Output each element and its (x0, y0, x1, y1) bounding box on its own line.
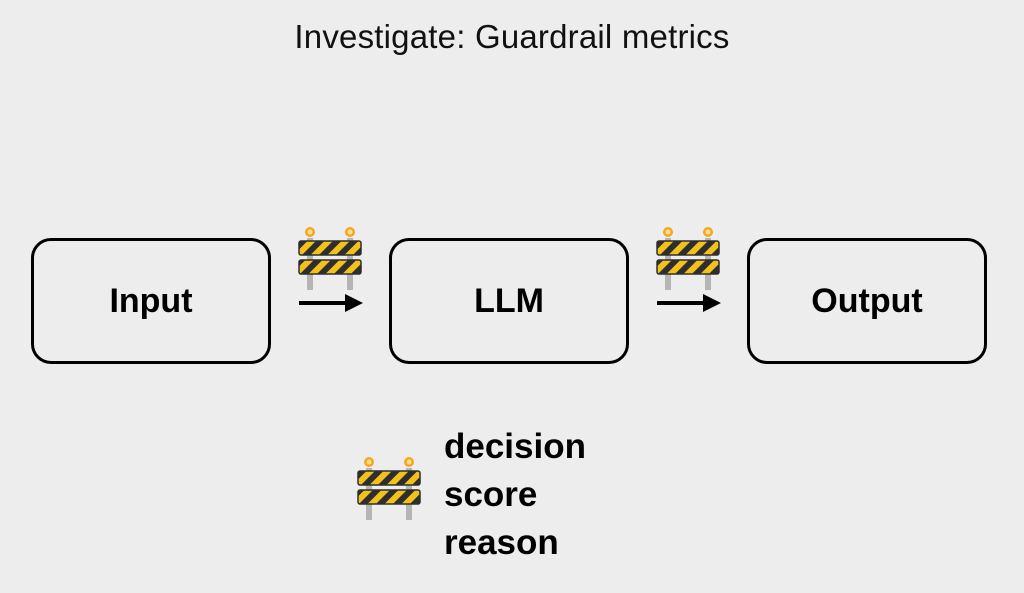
barrier-icon (297, 226, 363, 292)
arrow-right-icon (299, 294, 363, 312)
output-node: Output (747, 238, 987, 364)
llm-node: LLM (389, 238, 629, 364)
barrier-icon (655, 226, 721, 292)
arrow-right-icon (657, 294, 721, 312)
input-node: Input (31, 238, 271, 364)
input-node-label: Input (109, 281, 193, 320)
llm-node-label: LLM (474, 281, 544, 320)
metric-score: score (444, 475, 538, 514)
metric-reason: reason (444, 523, 559, 562)
metric-decision: decision (444, 427, 586, 466)
barrier-icon (356, 456, 422, 522)
output-node-label: Output (811, 281, 923, 320)
diagram-title: Investigate: Guardrail metrics (294, 18, 730, 55)
guardrail-metrics-list: decision score reason (444, 423, 586, 567)
